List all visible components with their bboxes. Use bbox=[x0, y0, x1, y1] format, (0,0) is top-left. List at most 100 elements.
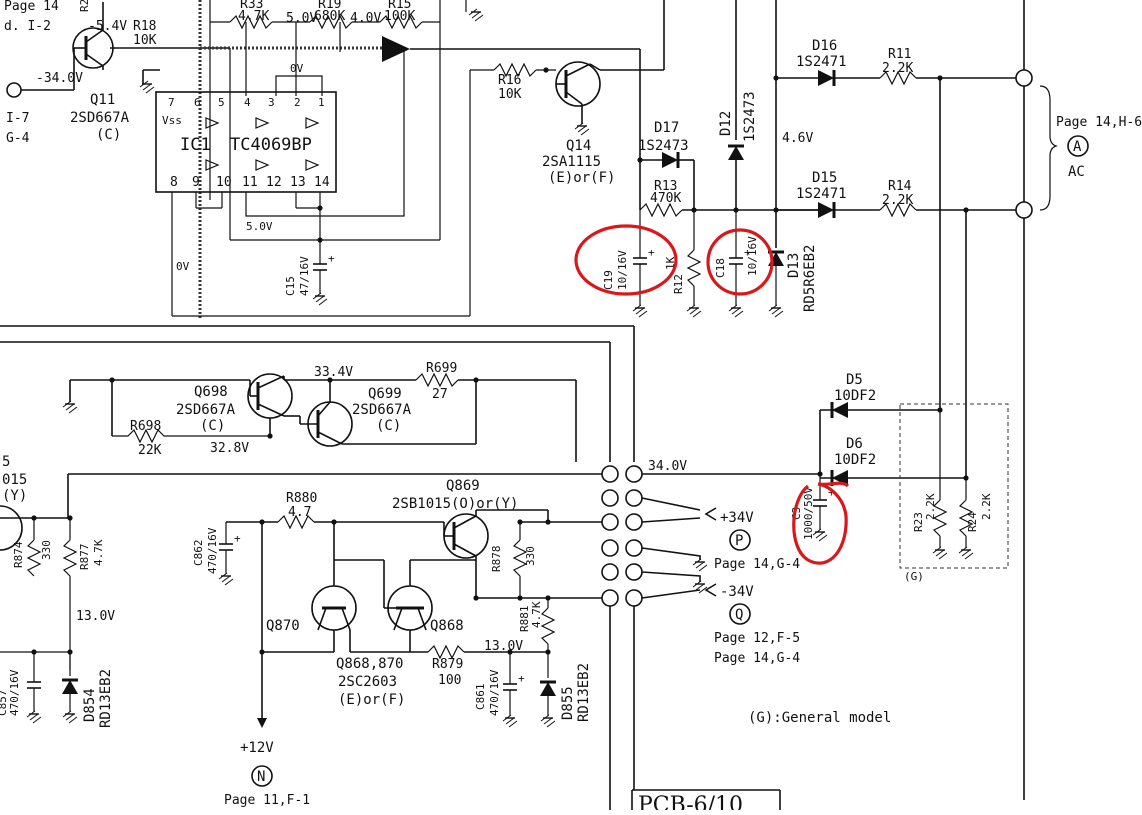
q14-type: 2SA1115 bbox=[542, 154, 601, 170]
top-resistor-row: R33 4.7K 5.0V R19 680K 4.0V R15 100K bbox=[198, 0, 484, 320]
q-page-ref-1: Page 12,F-5 bbox=[714, 631, 800, 646]
c19-value: 10/16V bbox=[616, 250, 629, 290]
q698-transistor bbox=[247, 373, 293, 436]
svg-text:+: + bbox=[328, 252, 335, 265]
r15-value: 100K bbox=[384, 9, 415, 24]
r874-value: 330 bbox=[40, 540, 53, 560]
d854-type: RD13EB2 bbox=[98, 669, 114, 728]
q699-type: 2SD667A bbox=[352, 402, 412, 418]
r877-value: 4.7K bbox=[92, 539, 105, 566]
d6-label: D6 bbox=[846, 436, 863, 452]
svg-text:+: + bbox=[518, 672, 525, 685]
r699-value: 27 bbox=[432, 387, 448, 402]
c15-label: C15 bbox=[284, 276, 297, 296]
g-box-label: (G) bbox=[904, 570, 924, 583]
n-badge bbox=[251, 765, 273, 787]
inverter-top-1 bbox=[205, 117, 220, 129]
r24-resistor: R24 2.2K bbox=[958, 478, 993, 560]
d13-label: D13 bbox=[786, 253, 802, 278]
c19-capacitor: + C19 10/16V bbox=[602, 210, 655, 318]
d17-type: 1S2473 bbox=[638, 138, 689, 154]
red-annotation-c3 bbox=[792, 481, 850, 565]
d5-label: D5 bbox=[846, 372, 863, 388]
inverter-bot-3 bbox=[305, 159, 320, 171]
r15-label: R15 bbox=[388, 0, 411, 12]
r699-label: R699 bbox=[426, 361, 457, 376]
c19-label: C19 bbox=[602, 270, 615, 290]
ic1-pin-2: 2 bbox=[294, 96, 301, 109]
r11-label: R11 bbox=[888, 47, 911, 62]
ic1-name: IC1 bbox=[180, 135, 211, 155]
c15-value: 47/16V bbox=[298, 256, 311, 296]
d6-type: 10DF2 bbox=[834, 452, 876, 468]
connector-block bbox=[601, 465, 643, 607]
c857-capacitor: C857 470/16V bbox=[0, 652, 42, 724]
r2-partial: R2 bbox=[78, 0, 91, 12]
v328-label: 32.8V bbox=[210, 441, 249, 456]
r23-value: 2.2K bbox=[924, 493, 937, 520]
c862-label: C862 bbox=[192, 540, 205, 567]
v334-label: 33.4V bbox=[314, 365, 353, 380]
d854-label: D854 bbox=[82, 688, 98, 722]
c862-capacitor: + C862 470/16V bbox=[192, 522, 241, 586]
q699-transistor bbox=[284, 380, 476, 447]
n-badge-letter: N bbox=[257, 769, 265, 785]
d855-label: D855 bbox=[560, 686, 576, 720]
r23-label: R23 bbox=[912, 512, 925, 532]
d16-type: 1S2471 bbox=[796, 54, 847, 70]
inverter-bot-2 bbox=[255, 159, 270, 171]
d13-zener: D13 RD5R6EB2 bbox=[768, 0, 818, 318]
r13-value: 470K bbox=[650, 191, 681, 206]
q11-rank: (C) bbox=[96, 127, 121, 143]
ic1-pin-8: 8 bbox=[170, 175, 178, 190]
q-partial-rank: (Y) bbox=[2, 488, 27, 504]
d17-label: D17 bbox=[654, 120, 679, 136]
q-badge-letter: Q bbox=[735, 607, 743, 623]
r698-value: 22K bbox=[138, 443, 162, 458]
q698-rank: (C) bbox=[200, 418, 225, 434]
c15-capacitor: + C15 47/16V bbox=[284, 240, 335, 306]
terminal-minus34 bbox=[6, 82, 22, 98]
r879-label: R879 bbox=[432, 657, 463, 672]
general-model-legend: (G):General model bbox=[748, 710, 891, 726]
red-annotation-c18 bbox=[706, 228, 774, 296]
v340-label: 34.0V bbox=[648, 459, 687, 474]
q870-transistor bbox=[311, 522, 357, 652]
ic1-pin-11: 11 bbox=[242, 175, 258, 190]
q698-label: Q698 bbox=[194, 384, 228, 400]
c18-capacitor: + C18 10/16V bbox=[714, 210, 759, 318]
inverter-bot-1 bbox=[205, 159, 220, 171]
c861-label: C861 bbox=[474, 684, 487, 711]
r877-resistor: R877 4.7K bbox=[62, 518, 105, 670]
q868-transistor bbox=[384, 560, 433, 652]
q11-label: Q11 bbox=[90, 92, 115, 108]
q14-rank: (E)or(F) bbox=[548, 170, 615, 186]
inverter-top-3 bbox=[305, 117, 320, 129]
r874-resistor: R874 330 bbox=[12, 518, 53, 577]
c861-value: 470/16V bbox=[488, 669, 501, 716]
q869-transistor bbox=[443, 510, 489, 598]
r880-label: R880 bbox=[286, 491, 317, 506]
page14-ref: Page 14 bbox=[4, 0, 59, 14]
r878-resistor: R878 330 bbox=[490, 522, 537, 598]
v50-a: 5.0V bbox=[286, 11, 317, 26]
ic1-pin-1: 1 bbox=[318, 96, 325, 109]
d855-zener: D855 RD13EB2 bbox=[540, 652, 592, 728]
ic1-pin-5: 5 bbox=[218, 96, 225, 109]
ref-g4: G-4 bbox=[6, 131, 30, 146]
c3-value: 1000/50V bbox=[802, 487, 815, 540]
v40: 4.0V bbox=[350, 11, 381, 26]
d855-type: RD13EB2 bbox=[576, 663, 592, 722]
ac-terminal-1 bbox=[1015, 69, 1033, 87]
ac-badge bbox=[1067, 135, 1089, 157]
r33-value: 4.7K bbox=[238, 9, 269, 24]
general-model-box bbox=[899, 403, 1009, 569]
ac-badge-letter: A bbox=[1073, 139, 1082, 155]
ic1-part: TC4069BP bbox=[230, 135, 312, 155]
q868-870-label: Q868,870 bbox=[336, 656, 403, 672]
ac-terminal-2 bbox=[1015, 201, 1033, 219]
ic1-pin-3: 3 bbox=[268, 96, 275, 109]
r33-label: R33 bbox=[240, 0, 263, 12]
n-page-ref: Page 11,F-1 bbox=[224, 793, 310, 808]
r881-value: 4.7K bbox=[530, 601, 543, 628]
